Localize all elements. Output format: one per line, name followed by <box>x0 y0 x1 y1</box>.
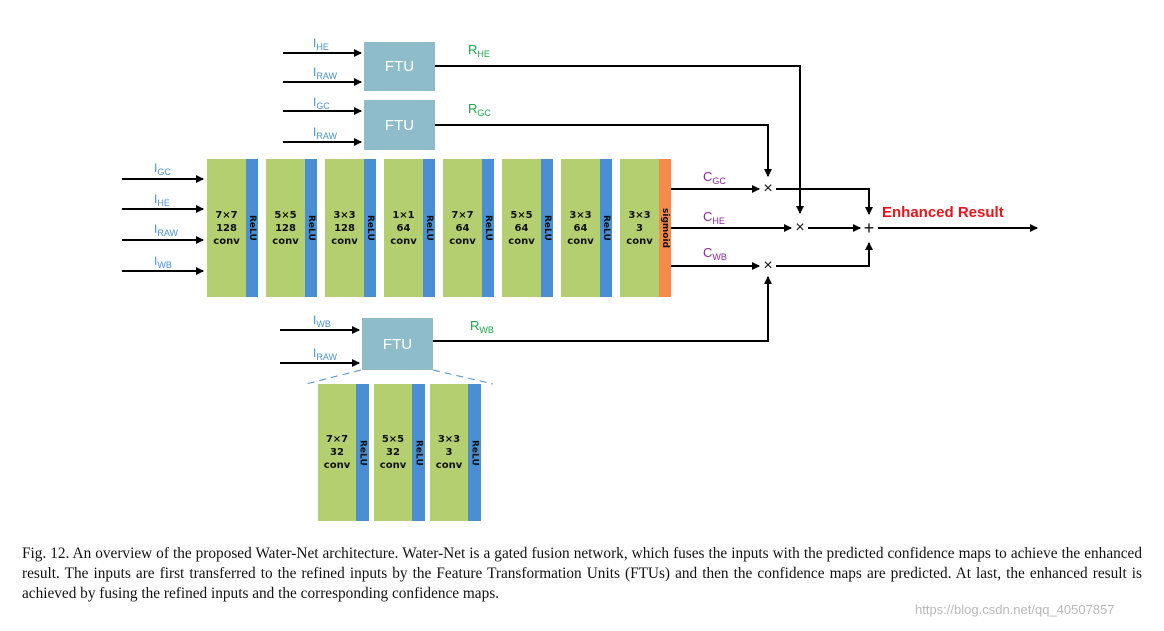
ftu-gc-box: FTU <box>364 100 435 150</box>
main-conv-2-l1: 5×5 <box>274 209 297 221</box>
sum-operator: + <box>863 218 875 238</box>
main-conv-1-l2: 128 <box>216 222 237 234</box>
ftu-gc-input-gc-label: IGC <box>313 95 330 111</box>
ftu-wb-label: FTU <box>382 335 413 353</box>
main-relu-block-7: ReLU <box>600 159 612 297</box>
main-conv-3-l1: 3×3 <box>333 209 356 221</box>
ftu-relu-block-3: ReLU <box>468 384 481 521</box>
main-conv-7-l2: 64 <box>573 222 588 234</box>
water-net-diagram: FTU FTU FTU IHE IRAW IGC IRAW IGC IHE IR… <box>122 36 1038 521</box>
main-activation-label-5: ReLU <box>483 215 493 241</box>
main-conv-5-l3: conv <box>449 235 476 247</box>
main-relu-block-2: ReLU <box>305 159 317 297</box>
ftu-conv-block-1: 7×7 32 conv <box>318 384 356 521</box>
main-conv-6-l2: 64 <box>514 222 529 234</box>
main-conv-7-l3: conv <box>567 235 594 247</box>
watermark-url: https://blog.csdn.net/qq_40507857 <box>915 602 1115 617</box>
main-activation-label-8: sigmoid <box>660 208 670 248</box>
main-input-raw-label: IRAW <box>154 222 179 238</box>
multiply-he-operator: × <box>795 219 805 236</box>
refined-he-label: RHE <box>468 42 490 60</box>
ftu-wb-input-raw-label: IRAW <box>313 346 338 362</box>
ftu-conv-block-3: 3×3 3 conv <box>430 384 468 521</box>
ftu-relu-block-2: ReLU <box>412 384 425 521</box>
figure-caption: Fig. 12. An overview of the proposed Wat… <box>22 545 1142 602</box>
main-conv-5-l1: 7×7 <box>451 209 474 221</box>
ftu-activation-label-1: ReLU <box>357 439 368 466</box>
main-conv-4-l3: conv <box>390 235 417 247</box>
ftu-he-label: FTU <box>384 58 415 75</box>
ftu-wb-input-wb-label: IWB <box>313 313 331 329</box>
main-activation-label-4: ReLU <box>424 215 434 241</box>
main-relu-block-1: ReLU <box>246 159 258 297</box>
main-conv-8-l1: 3×3 <box>628 209 651 221</box>
main-conv-4-l1: 1×1 <box>392 209 415 221</box>
main-relu-block-5: ReLU <box>482 159 494 297</box>
ftu-relu-block-1: ReLU <box>356 384 369 521</box>
ftu-activation-label-3: ReLU <box>469 439 480 466</box>
ftu-conv-2-l1: 5×5 <box>381 434 405 445</box>
main-conv-2-l2: 128 <box>275 222 296 234</box>
main-conv-3-l3: conv <box>331 235 358 247</box>
ftu-conv-2-l3: conv <box>379 460 407 471</box>
main-conv-5-l2: 64 <box>455 222 470 234</box>
ftu-wb-box: FTU <box>362 318 433 370</box>
ftu-conv-block-2: 5×5 32 conv <box>374 384 412 521</box>
ftu-conv-2-l2: 32 <box>386 447 400 458</box>
main-conv-1-l3: conv <box>213 235 240 247</box>
main-relu-block-6: ReLU <box>541 159 553 297</box>
main-conv-7-l1: 3×3 <box>569 209 592 221</box>
main-activation-label-1: ReLU <box>247 215 257 241</box>
main-sigmoid-block-8: sigmoid <box>659 159 671 297</box>
main-activation-label-6: ReLU <box>542 215 552 241</box>
ftu-activation-label-2: ReLU <box>413 439 424 466</box>
ftu-conv-1-l2: 32 <box>330 447 344 458</box>
ftu-gc-input-raw-label: IRAW <box>313 125 338 141</box>
connection-wires <box>122 49 1038 385</box>
refined-wb-label: RWB <box>470 318 494 336</box>
confidence-wb-label: CWB <box>703 245 727 263</box>
main-activation-label-2: ReLU <box>306 215 316 241</box>
main-activation-label-3: ReLU <box>365 215 375 241</box>
ftu-conv-3-l1: 3×3 <box>437 434 461 445</box>
main-conv-6-l3: conv <box>508 235 535 247</box>
multiply-gc-operator: × <box>763 180 773 197</box>
main-input-gc-label: IGC <box>154 161 171 177</box>
ftu-conv-1-l1: 7×7 <box>325 434 349 445</box>
main-relu-block-4: ReLU <box>423 159 435 297</box>
main-conv-2-l3: conv <box>272 235 299 247</box>
main-conv-3-l2: 128 <box>334 222 355 234</box>
main-conv-6-l1: 5×5 <box>510 209 533 221</box>
main-relu-block-3: ReLU <box>364 159 376 297</box>
ftu-conv-3-l2: 3 <box>445 447 453 458</box>
main-activation-label-7: ReLU <box>601 215 611 241</box>
confidence-gc-label: CGC <box>703 169 726 187</box>
main-conv-4-l2: 64 <box>396 222 411 234</box>
ftu-he-input-raw-label: IRAW <box>313 65 338 81</box>
confidence-he-label: CHE <box>703 209 725 227</box>
multiply-wb-operator: × <box>763 257 773 274</box>
main-input-he-label: IHE <box>154 192 170 208</box>
ftu-he-box: FTU <box>364 42 435 91</box>
ftu-gc-label: FTU <box>384 116 415 134</box>
main-conv-8-l2: 3 <box>636 222 643 234</box>
main-conv-1-l1: 7×7 <box>215 209 238 221</box>
main-input-wb-label: IWB <box>154 254 172 270</box>
ftu-conv-1-l3: conv <box>323 460 351 471</box>
enhanced-result-label: Enhanced Result <box>882 204 1004 221</box>
ftu-conv-3-l3: conv <box>435 460 463 471</box>
main-conv-8-l3: conv <box>626 235 653 247</box>
ftu-he-input-he-label: IHE <box>313 36 329 52</box>
refined-gc-label: RGC <box>468 101 491 119</box>
